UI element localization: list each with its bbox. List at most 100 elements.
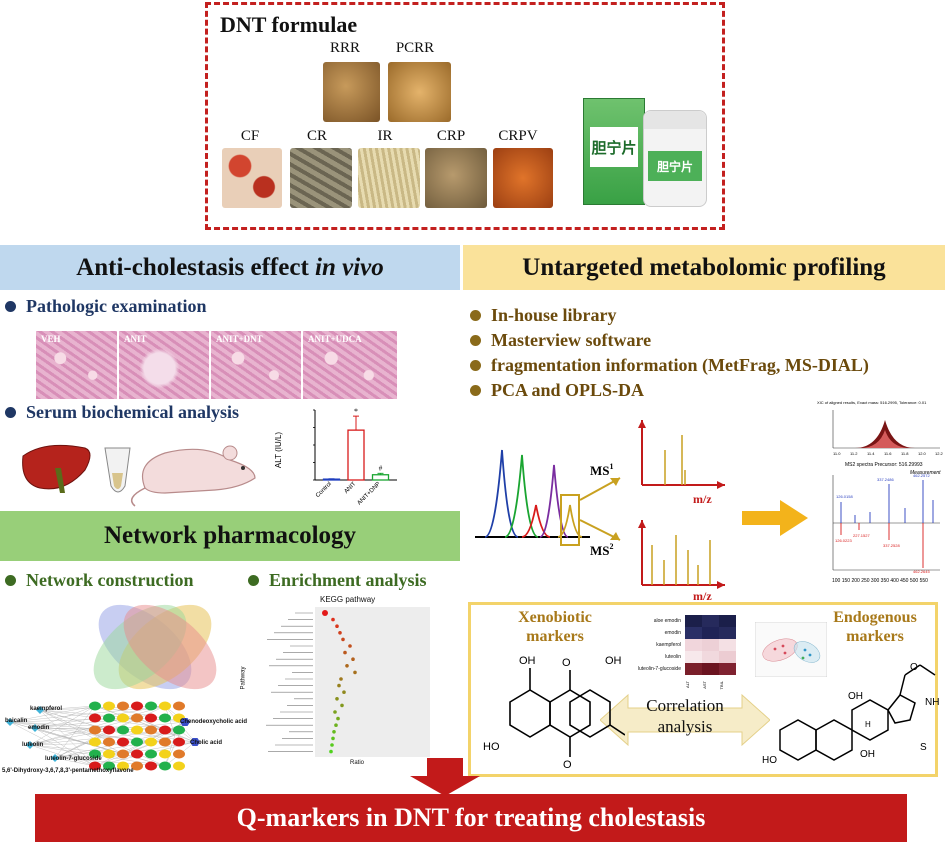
pca-scatter [755,622,827,677]
svg-text:OH: OH [519,655,536,667]
compound-pentamethoxyflavone: 5,6'-Dihydroxy-3,6,7,8,3'-pentamethoxyfl… [2,768,134,774]
compound-luteolin: luteolin [22,742,44,748]
network-node [103,725,115,735]
compound-kaempferol: kaempferol [30,706,63,712]
alt-category-label: ANIT+DNP [357,481,382,506]
bullet-dot [470,385,481,396]
bullet-dot [5,301,16,312]
histology-panel-anit: ANIT [118,330,210,400]
ms2-comparison-title: MS2 spectra Precursor: 516.29993 [845,462,923,468]
network-node [103,701,115,711]
kegg-dot [336,716,340,721]
kegg-dot-area [315,607,430,757]
xic-tick-label: 11.4 [867,451,875,456]
network-node [131,713,143,723]
kegg-dot [331,617,335,622]
venn-diagram [93,604,217,690]
bullet-masterview: Masterview software [470,330,651,351]
histology-panel-anit-dnt: ANIT+DNT [210,330,302,400]
peak-label: 227.1527 [853,533,870,538]
liver-icon [22,444,91,493]
herb-label-cf: CF [240,128,260,144]
kegg-dot [322,610,328,616]
peak-label: 337.2486 [877,477,894,482]
compound-node [31,724,39,732]
xic-tick-label: 11.8 [901,451,909,456]
organ-icons [22,444,256,507]
bullet-dot [248,575,259,586]
xic-panel: XIC of aligned results, Exact mass: 516.… [817,400,944,456]
metabolomics-header: Untargeted metabolomic profiling [463,245,945,290]
bullet-fragmentation: fragmentation information (MetFrag, MS-D… [470,355,869,376]
network-node [173,737,185,747]
network-node [131,737,143,747]
network-node [117,725,129,735]
network-node [103,761,115,771]
xenobiotic-label: Xenobiotic markers [518,609,592,645]
kegg-dot [337,683,341,688]
peak-label: 126.0223 [835,538,852,543]
compound-node [51,754,59,762]
herb-label-cr: CR [306,128,327,144]
pca-label: PCA and OPLS-DA [491,380,645,400]
tube-icon [104,447,131,493]
herb-label-pcrr: PCRR [395,40,435,56]
svg-text:O: O [563,759,572,770]
ms-workflow-diagram: MS1 MS2 m/z m/z [475,420,808,600]
svg-text:NH: NH [925,697,939,708]
bullet-network-construction: Network construction [5,570,193,591]
kegg-pathway-labels [266,612,313,752]
herb-label-ir: IR [377,128,393,144]
histology-panel-veh: VEH [35,330,118,400]
compound-node [36,706,44,714]
network-node [173,749,185,759]
forward-arrow-icon [742,500,808,536]
network-node [145,713,157,723]
network-node [117,737,129,747]
alt-category-label: Control [315,481,333,499]
heatmap-row-label: emodin [664,630,681,636]
heatmap-row-label: luteolin-7-glucoside [637,666,681,672]
xic-tick-label: 12.0 [918,451,927,456]
xic-title: XIC of aligned results, Exact mass: 516.… [817,400,927,405]
heatmap-col-label: TBIL [719,680,724,689]
bullet-dot [5,575,16,586]
serum-label: Serum biochemical analysis [26,402,240,422]
masterview-label: Masterview software [491,330,652,350]
ms1-mz-label: m/z [693,492,712,506]
network-node [131,701,143,711]
network-node [173,701,185,711]
network-node [89,761,101,771]
xic-tick-label: 11.0 [833,451,841,456]
network-node [117,713,129,723]
disease-node [190,738,200,746]
kegg-title: KEGG pathway [320,595,376,604]
xic-tick-label: 12.2 [935,451,944,456]
network-node [131,725,143,735]
product-bottle-label: 胆宁片 [648,151,702,181]
kegg-dot [335,624,339,628]
formulae-box [205,2,725,230]
network-node [117,701,129,711]
compound-chenodeoxycholic: Chenodeoxycholic acid [180,719,248,725]
histology-panel-anit-udca: ANIT+UDCA [302,330,398,400]
anti-cholestasis-header: Anti-cholestasis effect in vivo [0,245,460,290]
network-node [103,749,115,759]
product-bottle: 胆宁片 [643,110,707,207]
svg-text:OH: OH [860,749,875,760]
enrichment-label: Enrichment analysis [269,570,427,590]
peak-label: 337.2528 [883,543,900,548]
network-header: Network pharmacology [0,511,460,561]
herb-label-crp: CRP [436,128,466,144]
heatmap-row-label: aloe emodin [653,618,681,624]
peak-label: 462.2572 [913,473,930,478]
compound-luteolin-7-glucoside: luteolin-7-glucoside [45,756,102,762]
histology-label: ANIT+DNT [216,334,263,344]
alt-significance-star: * [354,407,358,416]
network-node [117,749,129,759]
network-node [89,749,101,759]
network-node [103,713,115,723]
kegg-dot [351,657,355,661]
herb-label-crpv: CRPV [498,128,538,144]
peak-label: 126.0158 [836,494,853,499]
